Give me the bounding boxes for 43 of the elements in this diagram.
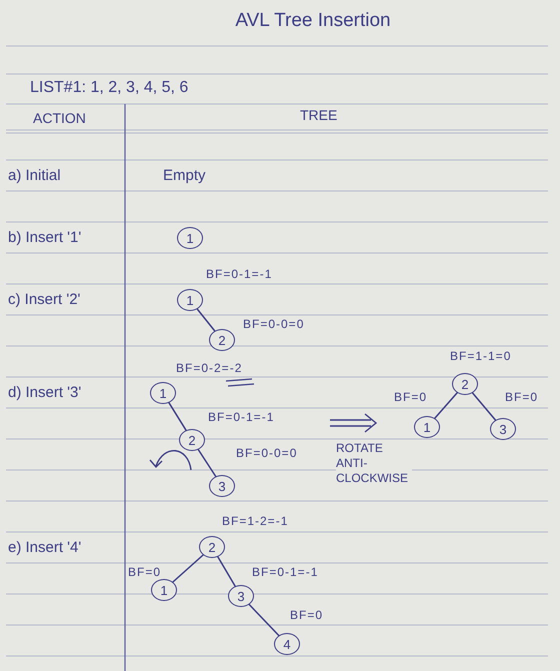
tree-node: 2 xyxy=(209,329,235,351)
tree-node: 2 xyxy=(452,373,478,395)
balance-factor-label: BF=0-1=-1 xyxy=(252,566,318,580)
tree-node: 1 xyxy=(414,416,440,438)
tree-edge xyxy=(196,308,216,332)
tree-node: 1 xyxy=(151,579,177,601)
balance-factor-label: BF=0-1=-1 xyxy=(208,411,274,425)
balance-factor-label: BF=1-1=0 xyxy=(450,350,512,364)
balance-factor-label: BF=1-2=-1 xyxy=(222,515,288,529)
tree-node: 3 xyxy=(490,418,516,440)
balance-factor-label: BF=0 xyxy=(128,566,162,580)
step-label: a) Initial xyxy=(8,167,61,184)
tree-node: 3 xyxy=(228,585,254,607)
tree-node: 1 xyxy=(150,382,176,404)
tree-node: 2 xyxy=(199,536,225,558)
tree-edge xyxy=(434,392,458,419)
tree-node: 2 xyxy=(179,429,205,451)
step-label: c) Insert '2' xyxy=(8,291,80,308)
balance-factor-label: BF=0 xyxy=(290,609,324,623)
list-text: LIST#1: 1, 2, 3, 4, 5, 6 xyxy=(30,79,188,98)
balance-factor-label: BF=0 xyxy=(505,391,538,405)
column-header: ACTION xyxy=(33,110,86,126)
step-label: d) Insert '3' xyxy=(8,384,82,402)
balance-factor-label: BF=0-2=-2 xyxy=(176,362,242,376)
column-header: TREE xyxy=(300,107,338,124)
balance-factor-label: BF=0-0=0 xyxy=(236,447,298,461)
tree-node: 4 xyxy=(274,633,300,655)
tree-status-text: Empty xyxy=(163,167,206,184)
tree-node: 1 xyxy=(177,227,203,249)
step-label: e) Insert '4' xyxy=(8,539,82,556)
step-label: b) Insert '1' xyxy=(8,229,82,246)
balance-factor-label: BF=0 xyxy=(394,391,428,405)
tree-edge xyxy=(198,448,216,478)
tree-node: 1 xyxy=(177,289,203,311)
tree-edge xyxy=(217,556,236,587)
tree-edge xyxy=(168,402,187,431)
page-title: AVL Tree Insertion xyxy=(235,10,391,32)
tree-edge xyxy=(472,392,496,421)
tree-edge xyxy=(172,554,204,583)
tree-edge xyxy=(248,604,280,636)
balance-factor-label: BF=0-1=-1 xyxy=(206,268,272,282)
balance-factor-label: BF=0-0=0 xyxy=(243,318,304,332)
tree-node: 3 xyxy=(209,475,235,497)
